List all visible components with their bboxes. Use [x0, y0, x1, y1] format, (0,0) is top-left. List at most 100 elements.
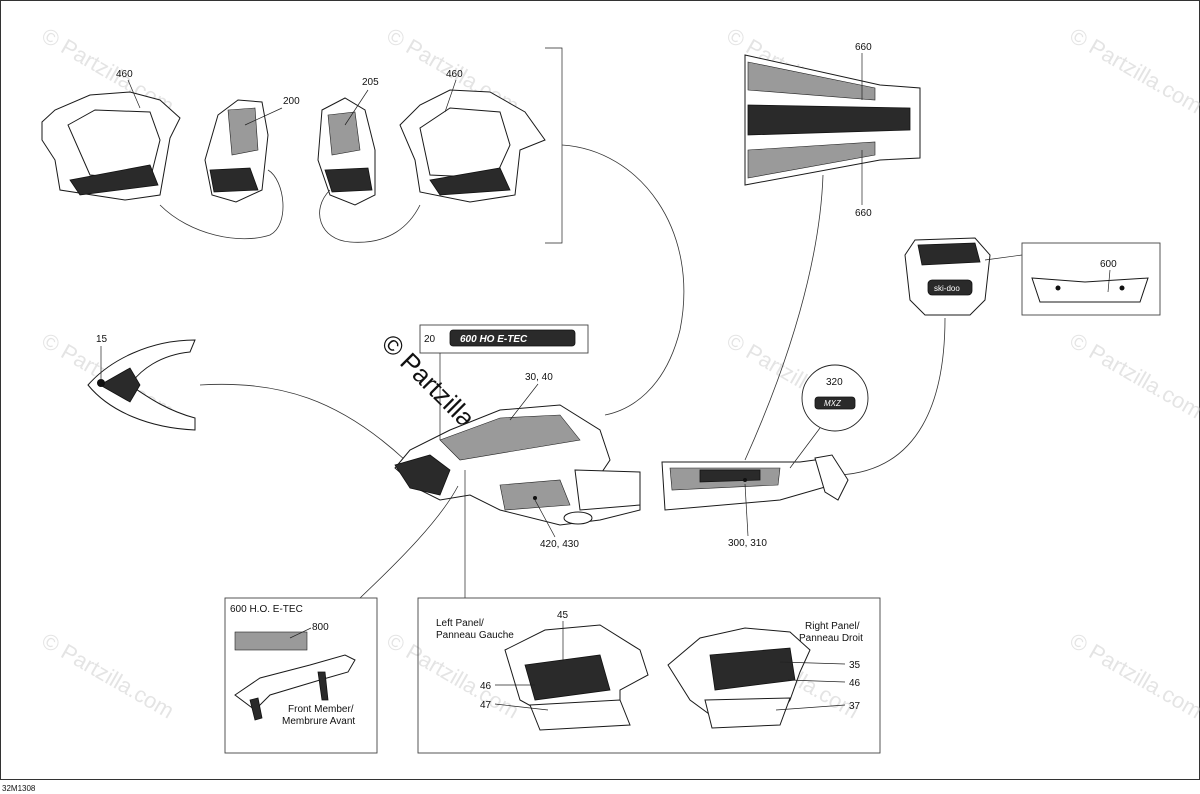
leader-line — [744, 483, 749, 537]
callout-200: 200 — [283, 96, 300, 107]
rotax-decal-group: 20 600 HO E-TEC — [419, 324, 589, 440]
leader-line — [1107, 269, 1111, 293]
callout-300-310: 300, 310 — [728, 538, 767, 549]
panel-stripe — [324, 167, 373, 193]
tunnel-pattern-bottom — [747, 141, 876, 179]
callout-46: 46 — [849, 678, 861, 689]
left-panel-label-1: Left Panel/ — [436, 618, 484, 629]
callout-660: 660 — [855, 42, 872, 53]
watermark-text: © Partzilla.com — [38, 628, 179, 724]
tunnel-pattern-top — [747, 61, 876, 101]
side-panels-group: 460 200 205 460 — [41, 47, 685, 416]
leader-line — [789, 427, 821, 469]
main-sled-body: 30, 40 420, 430 — [359, 372, 641, 599]
tunnel-top-view: 660 660 — [744, 42, 921, 461]
tunnel-side-stripe — [699, 469, 761, 483]
rear-flap-brand-text: ski-doo — [934, 284, 960, 293]
tunnel-side-view: 300, 310 320 MXZ — [661, 364, 869, 549]
panel-window — [327, 111, 361, 156]
swap-arrow-curve — [319, 189, 421, 243]
inset-panels-box — [417, 597, 881, 754]
front-member-leg — [317, 671, 329, 701]
nose-emblem-icon — [97, 379, 105, 387]
watermark-text: © Partzilla.com — [1066, 23, 1200, 119]
panel-window — [227, 107, 259, 156]
right-panel-label-2: Panneau Droit — [799, 633, 863, 644]
sled-front — [394, 454, 451, 496]
panel-stripe — [69, 164, 159, 196]
callout-35: 35 — [849, 660, 861, 671]
leader-line — [534, 499, 556, 538]
leader-line — [779, 661, 846, 665]
leader-line — [775, 704, 846, 711]
panel-stripe — [209, 167, 259, 193]
rear-bumper — [814, 454, 849, 501]
watermark-layer: © Partzilla.com © Partzilla.com © Partzi… — [38, 23, 1200, 724]
sled-ski — [563, 511, 593, 525]
callout-15: 15 — [96, 334, 108, 345]
diagram-code: 32M1308 — [2, 784, 36, 793]
panel-stripe — [429, 167, 511, 196]
tunnel-stripe — [747, 104, 911, 136]
mxz-decal-plate — [814, 396, 856, 410]
leader-line — [289, 627, 312, 639]
front-member-label-2: Membrure Avant — [282, 716, 355, 727]
callout-47: 47 — [480, 700, 492, 711]
decal-position-dot — [743, 478, 747, 482]
callout-205: 205 — [362, 77, 379, 88]
rear-flap-group: ski-doo 600 — [839, 237, 1161, 476]
swap-arrow-curve — [159, 169, 284, 240]
rotax-decal-plate — [449, 329, 576, 347]
watermark-text: © Partzilla.com — [1066, 628, 1200, 724]
sled-side-decal — [499, 479, 571, 511]
watermark-text: © Partzilla.com — [383, 628, 524, 724]
watermark-text: © Partzilla.com — [1066, 328, 1200, 424]
rivet-icon — [1119, 285, 1125, 291]
left-panel-base — [529, 699, 631, 731]
arrow-to-sled — [199, 383, 406, 461]
nose-cone-group: 15 — [87, 334, 406, 461]
callout-37: 37 — [849, 701, 861, 712]
front-member-leg — [249, 697, 263, 721]
leader-line — [244, 107, 283, 126]
leader-line — [509, 383, 539, 421]
arrow-to-sled — [561, 144, 685, 416]
left-panel-label-2: Panneau Gauche — [436, 630, 514, 641]
arrow-to-tunnel-side — [744, 174, 824, 461]
side-panel-left-inner — [67, 109, 161, 181]
callout-30-40: 30, 40 — [525, 372, 553, 383]
mxz-decal-text: MXZ — [824, 399, 842, 408]
leader-line — [984, 254, 1023, 261]
callout-320: 320 — [826, 377, 843, 388]
side-panel-right-inner — [419, 107, 511, 179]
right-panel-label-1: Right Panel/ — [805, 621, 860, 632]
leader-line — [494, 703, 549, 711]
callout-460: 460 — [446, 69, 463, 80]
rivet-icon — [1055, 285, 1061, 291]
decal-600-shape — [1031, 277, 1149, 303]
callout-660: 660 — [855, 208, 872, 219]
inset-panels: Left Panel/ Panneau Gauche 45 46 47 Righ… — [417, 597, 881, 754]
leader-line — [344, 89, 369, 126]
rear-flap-top — [917, 242, 981, 266]
callout-45: 45 — [557, 610, 569, 621]
left-panel-decal — [524, 654, 611, 701]
right-panel-base — [704, 697, 791, 729]
sled-hood-top — [439, 414, 581, 461]
inset-box-600 — [1021, 242, 1161, 316]
callout-600: 600 — [1100, 259, 1117, 270]
callout-420-430: 420, 430 — [540, 539, 579, 550]
callout-460: 460 — [116, 69, 133, 80]
front-member — [234, 654, 356, 711]
inset-engine: 600 H.O. E-TEC 800 Front Member/ Membrur… — [224, 597, 378, 754]
leader-line — [359, 485, 459, 599]
arrow-to-rear — [839, 317, 946, 476]
nose-cone-accent — [99, 367, 141, 403]
callout-20: 20 — [424, 334, 436, 345]
leader-line — [444, 79, 457, 113]
decal-position-dot — [533, 496, 537, 500]
inset-engine-box — [224, 597, 378, 754]
decal-800-plate — [234, 631, 308, 651]
callout-800: 800 — [312, 622, 329, 633]
